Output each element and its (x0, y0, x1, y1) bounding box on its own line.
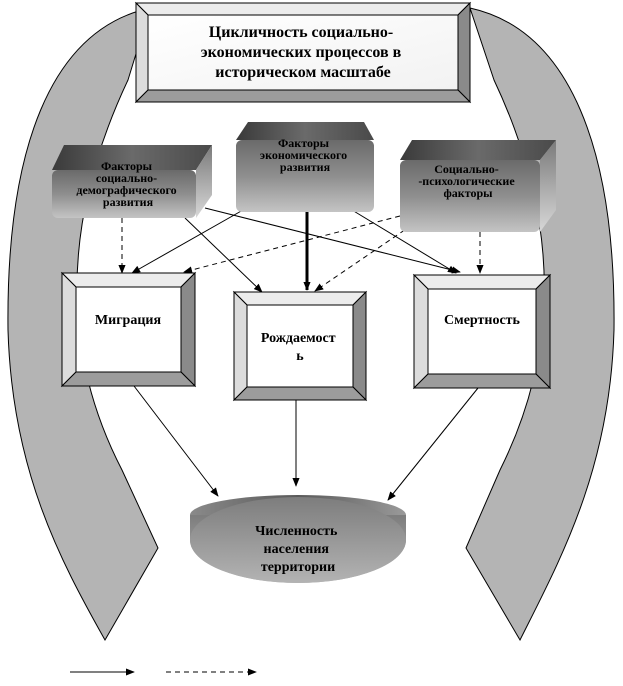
edge-socdem-mortality (204, 207, 461, 274)
process-birth-rate-label: Рождаемост ь (261, 331, 339, 364)
process-mortality: Смертность (412, 273, 552, 390)
factor-social-demographic-label: Факторы социально- демографического разв… (76, 159, 179, 209)
economic-line-1: Факторы (278, 136, 330, 150)
psych-line-3: факторы (444, 186, 494, 200)
psych-line-2: -психологические (418, 174, 515, 188)
title-line-2: экономических процессов в (201, 44, 402, 61)
edge-economic-migration (131, 209, 244, 274)
edge-socdem-birthrate (184, 217, 263, 293)
population-line-2: населения (264, 542, 330, 557)
title-line-3: историческом масштабе (215, 64, 390, 81)
edge-mortality-population (387, 387, 479, 501)
psych-line-1: Социально- (434, 162, 499, 176)
mortality-line-1: Смертность (444, 313, 520, 328)
socdem-line-4: развития (103, 195, 154, 209)
socdem-line-1: Факторы (101, 159, 153, 173)
process-migration: Миграция (60, 271, 197, 388)
population-line-3: территории (261, 560, 335, 575)
process-migration-label: Миграция (95, 313, 162, 328)
economic-line-2: экономического (260, 148, 347, 162)
birthrate-line-1: Рождаемост (261, 331, 336, 346)
edge-economic-mortality (351, 209, 457, 274)
process-birth-rate: Рождаемост ь (232, 290, 368, 402)
process-mortality-label: Смертность (444, 313, 520, 328)
edge-psych-migration (183, 215, 401, 274)
connections (118, 207, 484, 501)
title-line-1: Цикличность социально- (209, 24, 393, 41)
result-population: Численность населения территории (190, 495, 406, 583)
factor-social-demographic: Факторы социально- демографического разв… (52, 145, 212, 218)
factor-psychological: Социально- -психологические факторы (400, 140, 556, 232)
socdem-line-2: социально- (96, 171, 157, 185)
migration-line-1: Миграция (95, 313, 162, 328)
edge-psych-birthrate (314, 224, 413, 292)
population-line-1: Численность (255, 524, 338, 539)
title-text: Цикличность социально- экономических про… (201, 24, 406, 81)
birthrate-line-2: ь (296, 349, 304, 364)
factor-economic-label: Факторы экономического развития (260, 136, 350, 174)
economic-line-3: развития (280, 160, 331, 174)
edge-migration-population (133, 385, 219, 497)
factor-economic: Факторы экономического развития (236, 122, 374, 212)
cycle-arrow-right (465, 7, 615, 642)
cycle-arrow-left (7, 7, 159, 642)
title-box: Цикличность социально- экономических про… (134, 1, 472, 104)
factor-psychological-label: Социально- -психологические факторы (418, 162, 517, 200)
result-population-label: Численность населения территории (255, 524, 341, 575)
socdem-line-3: демографического (76, 183, 176, 197)
